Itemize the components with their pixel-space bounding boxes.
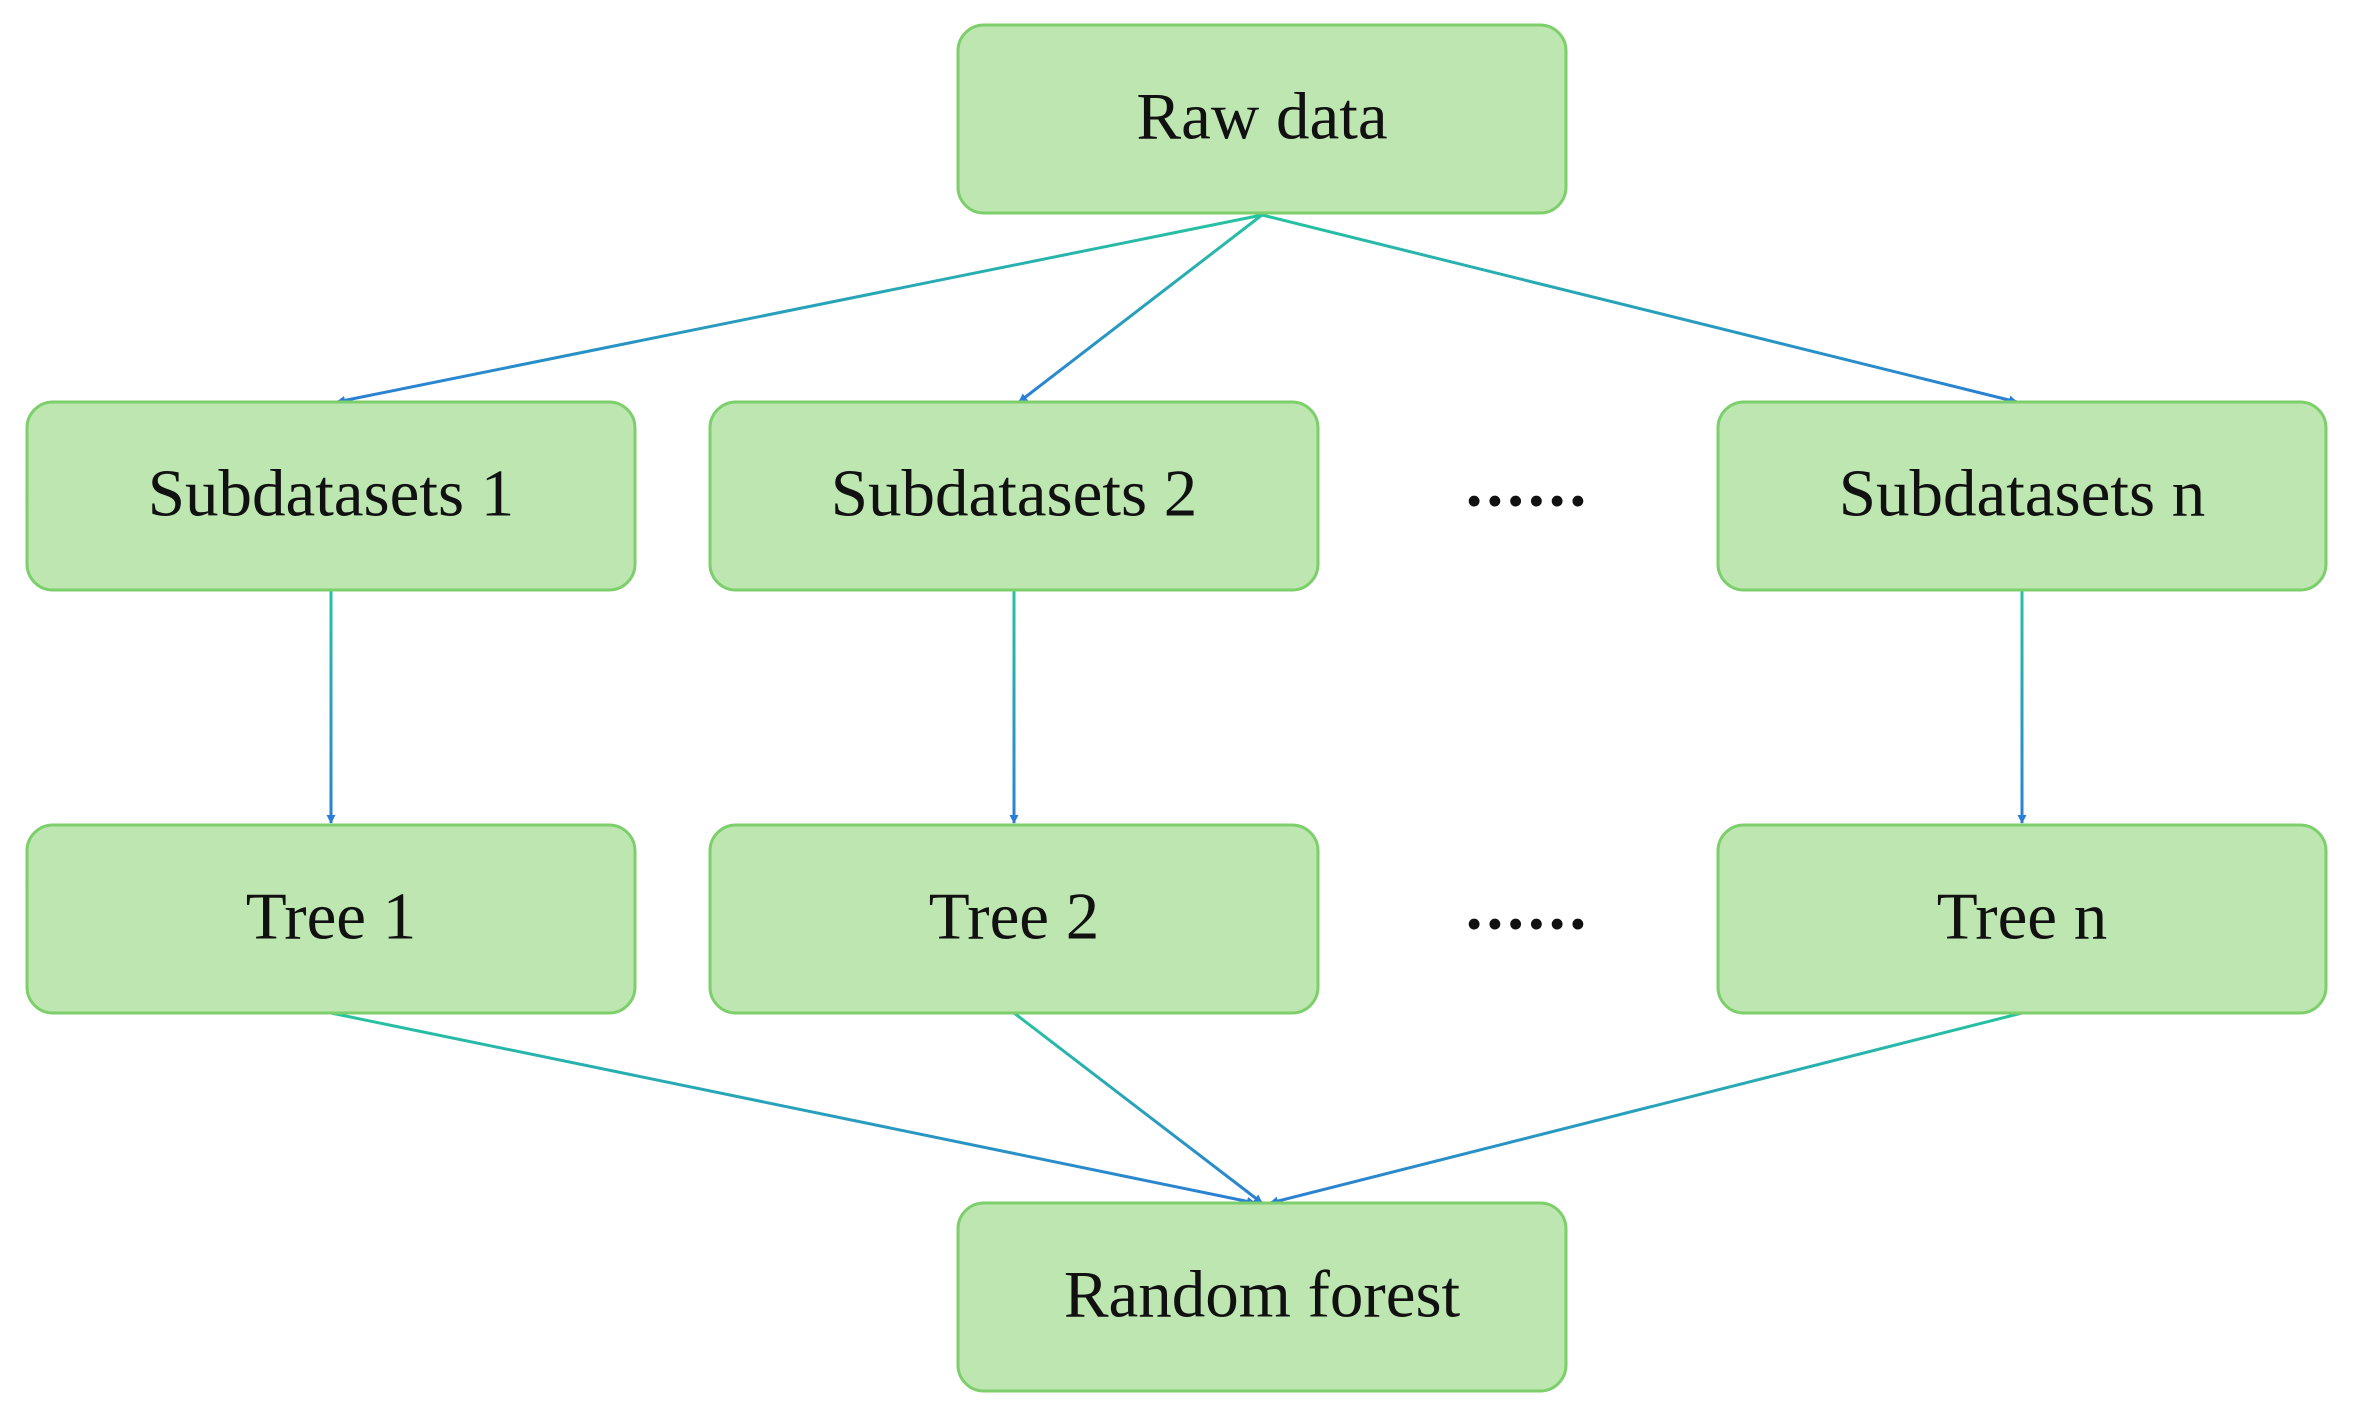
node-subdatasets-n: Subdatasets n [1716, 400, 2328, 592]
node-tree-1-label: Tree 1 [246, 879, 417, 953]
edges-layer [326, 213, 2027, 1206]
node-tree-2: Tree 2 [708, 823, 1320, 1015]
node-tree-n-box [1716, 823, 2328, 1015]
node-tree-1: Tree 1 [25, 823, 637, 1015]
node-subdatasets-2: Subdatasets 2 [708, 400, 1320, 592]
edge-raw-data-to-subdatasets-n [1261, 213, 2018, 405]
node-tree-1-box [25, 823, 637, 1015]
node-random-forest-box [956, 1201, 1568, 1393]
node-random-forest-label: Random forest [1064, 1257, 1461, 1331]
node-subdatasets-n-box [1716, 400, 2328, 592]
node-tree-n-label: Tree n [1937, 879, 2108, 953]
ellipsis-trees: ...... [1466, 869, 1591, 943]
edge-tree-2-to-random-forest [1013, 1011, 1263, 1205]
node-subdatasets-1: Subdatasets 1 [25, 400, 637, 592]
node-tree-2-label: Tree 2 [929, 879, 1100, 953]
node-raw-data-box [956, 23, 1568, 215]
node-raw-data-label: Raw data [1136, 79, 1387, 153]
edge-raw-data-to-subdatasets-1 [336, 213, 1263, 405]
edge-raw-data-to-subdatasets-2 [1018, 213, 1263, 404]
node-tree-2-box [708, 823, 1320, 1015]
nodes-layer: Raw data Subdatasets 1 Subdatasets 2 ...… [25, 23, 2328, 1393]
node-tree-n: Tree n [1716, 823, 2328, 1015]
node-subdatasets-1-box [25, 400, 637, 592]
edge-tree-n-to-random-forest [1269, 1011, 2023, 1206]
node-subdatasets-2-box [708, 400, 1320, 592]
node-subdatasets-1-label: Subdatasets 1 [148, 456, 515, 530]
ellipsis-subdatasets: ...... [1466, 446, 1591, 520]
node-subdatasets-n-label: Subdatasets n [1839, 456, 2206, 530]
edge-tree-1-to-random-forest [330, 1011, 1256, 1206]
node-random-forest: Random forest [956, 1201, 1568, 1393]
node-subdatasets-2-label: Subdatasets 2 [831, 456, 1198, 530]
node-raw-data: Raw data [956, 23, 1568, 215]
